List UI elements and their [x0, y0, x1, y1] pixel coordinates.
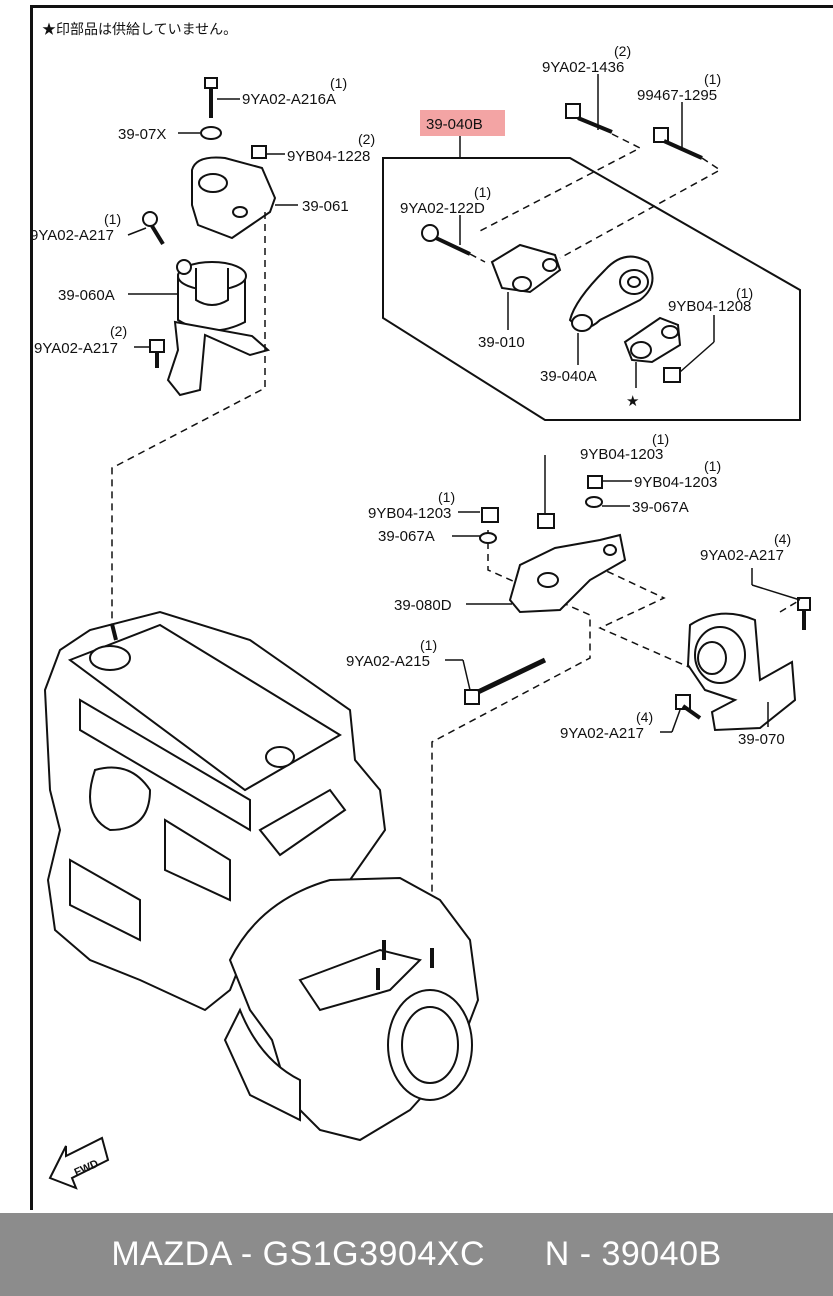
diagram-frame: [30, 5, 833, 1210]
qty-label: (1): [420, 637, 437, 653]
part-code-label: 39-040A: [540, 368, 597, 385]
part-code-label: 9YB04-1203: [634, 474, 717, 491]
qty-label: (1): [474, 184, 491, 200]
star-mark: ★: [626, 393, 639, 410]
part-code-label: 39-067A: [378, 528, 435, 545]
part-code-label: 9YA02-A217: [30, 227, 114, 244]
part-code-label: 39-010: [478, 334, 525, 351]
part-code-label: 9YA02-A216A: [242, 91, 336, 108]
left-mount-assembly: [142, 77, 277, 397]
part-code-label: 39-061: [302, 198, 349, 215]
footer-right-text: N - 39040B: [544, 1235, 722, 1273]
label-leaders: [127, 74, 801, 733]
footer-spacer: [485, 1235, 545, 1274]
part-code-label: 39-080D: [394, 597, 452, 614]
part-code-label: 9YB04-1228: [287, 148, 370, 165]
part-code-label: 9YA02-A217: [700, 547, 784, 564]
qty-label: (1): [736, 285, 753, 301]
qty-label: (1): [330, 75, 347, 91]
part-labels: (1) 9YA02-A216A 39-07X (2) 9YB04-1228 39…: [30, 43, 791, 748]
part-code-label: 9YA02-1436: [542, 59, 624, 76]
fwd-arrow-icon: FWD: [48, 1136, 110, 1190]
transmission-case: [223, 876, 480, 1142]
part-code-label: 9YA02-A217: [560, 725, 644, 742]
part-code-label: 9YA02-A217: [34, 340, 118, 357]
part-code-label: 9YB04-1203: [368, 505, 451, 522]
footer-left-text: MAZDA - GS1G3904XC: [111, 1235, 485, 1273]
part-number-footer: MAZDA - GS1G3904XC N - 39040B: [0, 1213, 833, 1296]
qty-label: (2): [358, 131, 375, 147]
part-code-label: 9YB04-1208: [668, 298, 751, 315]
qty-label: (1): [704, 71, 721, 87]
not-supplied-note: ★印部品は供給していません。: [42, 21, 238, 37]
part-code-label: 39-060A: [58, 287, 115, 304]
part-code-label: 39-067A: [632, 499, 689, 516]
qty-label: (1): [704, 458, 721, 474]
qty-label: (1): [104, 211, 121, 227]
qty-label: (1): [438, 489, 455, 505]
part-code-label: 39-070: [738, 731, 785, 748]
engine-mount-diagram: (1) 9YA02-A216A 39-07X (2) 9YB04-1228 39…: [30, 43, 811, 1190]
part-code-label: 99467-1295: [637, 87, 717, 104]
qty-label: (4): [774, 531, 791, 547]
qty-label: (2): [614, 43, 631, 59]
part-code-label: 9YB04-1203: [580, 446, 663, 463]
torque-rod-assembly: [421, 103, 703, 383]
part-code-label: 9YA02-122D: [400, 200, 485, 217]
selected-part-highlight: [420, 110, 505, 136]
engine-block: [43, 610, 387, 1012]
qty-label: (2): [110, 323, 127, 339]
sub-assembly-outline: [382, 157, 801, 421]
qty-label: (1): [652, 431, 669, 447]
selected-part-label: 39-040B: [426, 116, 483, 133]
qty-label: (4): [636, 709, 653, 725]
transmission-mount-assembly: [464, 475, 811, 732]
part-code-label: 9YA02-A215: [346, 653, 430, 670]
part-code-label: 39-07X: [118, 126, 166, 143]
